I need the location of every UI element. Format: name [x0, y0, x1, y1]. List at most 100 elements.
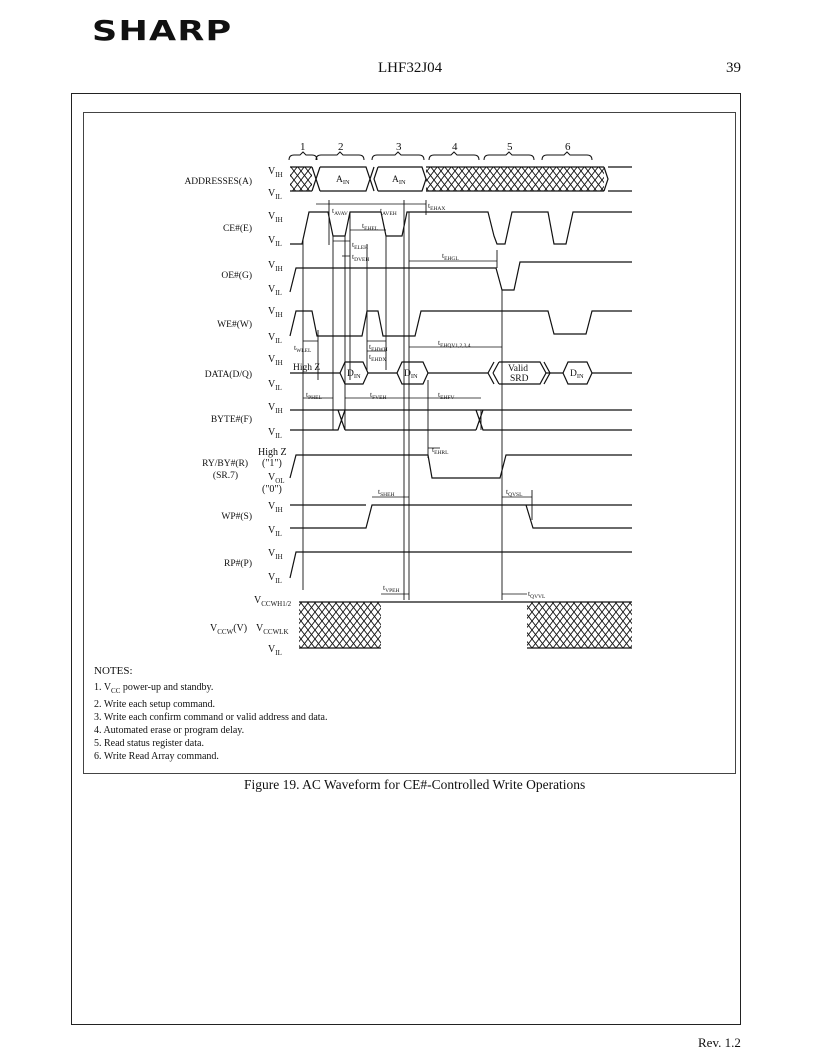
level-v: V: [268, 332, 276, 343]
level-v: V: [268, 354, 276, 365]
svg-text:VIH: VIH: [268, 354, 283, 367]
svg-text:tEHEL: tEHEL: [362, 221, 379, 232]
revision-label: Rev. 1.2: [698, 1035, 741, 1050]
svg-text:tQVVL: tQVVL: [528, 589, 546, 600]
address-waveform: [290, 166, 632, 192]
signal-name-sub: CCW: [217, 628, 233, 636]
svg-text:VIH: VIH: [268, 260, 283, 273]
svg-text:tSHEH: tSHEH: [378, 487, 394, 498]
level-v: V: [268, 525, 276, 536]
signal-name: WP#(S): [221, 511, 252, 522]
timing-t: t: [438, 338, 441, 347]
timing-sub: AVEH: [382, 211, 397, 217]
timing-t: t: [352, 252, 355, 261]
note-item: 6. Write Read Array command.: [94, 751, 219, 762]
phase-label: 1: [300, 141, 306, 153]
timing-sub: EHQV1,2,3,4: [440, 343, 471, 349]
din-sub: IN: [411, 373, 418, 380]
level-sub: IH: [275, 359, 282, 367]
figure-caption: Figure 19. AC Waveform for CE#-Controlle…: [244, 777, 586, 792]
svg-text:VIL: VIL: [268, 284, 282, 297]
level-v: V: [268, 211, 276, 222]
svg-text:tEHDX: tEHDX: [369, 352, 386, 363]
level-v: V: [268, 501, 276, 512]
level-v: V: [268, 548, 276, 559]
level-sub: IH: [275, 265, 282, 273]
timing-t: t: [294, 343, 297, 352]
valid-label: Valid: [508, 364, 528, 374]
svg-text:tAVAV: tAVAV: [332, 206, 348, 217]
timing-t: t: [370, 390, 373, 399]
note-sub: CC: [111, 687, 121, 695]
svg-text:tEHGL: tEHGL: [442, 251, 459, 262]
ain-label: A: [336, 175, 343, 185]
level-sub: IL: [275, 337, 282, 345]
level-sub: IL: [275, 432, 282, 440]
level-sub: IH: [275, 171, 282, 179]
svg-text:VIL: VIL: [268, 644, 282, 657]
ain-sub: IN: [343, 179, 350, 186]
level-sub: IL: [275, 240, 282, 248]
timing-t: t: [428, 201, 431, 210]
timing-sub: VPEH: [385, 588, 399, 594]
level-sub: IH: [275, 311, 282, 319]
notes-title: NOTES:: [94, 665, 133, 677]
svg-text:tVPEH: tVPEH: [383, 583, 399, 594]
din-sub: IN: [577, 373, 584, 380]
level-v: V: [268, 260, 276, 271]
level-v: V: [268, 379, 276, 390]
ce-waveform: [290, 211, 632, 245]
timing-sub: AVAV: [334, 211, 348, 217]
timing-t: t: [306, 390, 309, 399]
phase-label: 3: [396, 141, 402, 153]
svg-text:tWLEL: tWLEL: [294, 343, 312, 354]
page-number: 39: [726, 60, 741, 76]
note-item: 5. Read status register data.: [94, 738, 204, 749]
ain-label: A: [392, 175, 399, 185]
timing-sub: ELEH: [354, 245, 368, 251]
level-sub: IL: [275, 649, 282, 657]
level-v: V: [268, 472, 276, 483]
din-label: D: [404, 369, 411, 379]
svg-text:VCCWLK: VCCWLK: [256, 623, 289, 636]
level-v: V: [254, 595, 262, 606]
svg-text:AIN: AIN: [392, 175, 406, 186]
level-sub: OL: [275, 477, 284, 485]
timing-sub: EHRL: [434, 450, 449, 456]
timing-arrows: [303, 203, 532, 595]
timing-t: t: [432, 445, 435, 454]
svg-text:tELEH: tELEH: [352, 240, 368, 251]
zero-label: ("0"): [262, 484, 282, 495]
timing-sub: EHEL: [364, 226, 379, 232]
level-v: V: [268, 306, 276, 317]
level-sub: IL: [275, 193, 282, 201]
signal-name: BYTE#(F): [211, 414, 252, 425]
figure-frame: [83, 112, 736, 774]
svg-text:DIN: DIN: [404, 369, 418, 380]
signal-name: VCCW(V): [210, 623, 247, 636]
svg-text:VCCWH1/2: VCCWH1/2: [254, 595, 292, 608]
din-label: D: [347, 369, 354, 379]
svg-text:DIN: DIN: [570, 369, 584, 380]
svg-text:tEHQV1,2,3,4: tEHQV1,2,3,4: [438, 338, 471, 349]
timing-t: t: [378, 487, 381, 496]
svg-text:VIH: VIH: [268, 402, 283, 415]
high-z-label: High Z: [293, 363, 320, 373]
din-sub: IN: [354, 373, 361, 380]
byte-waveform: [290, 409, 632, 431]
timing-t: t: [442, 251, 445, 260]
phase-brackets: [288, 151, 593, 161]
signal-name: CE#(E): [223, 223, 252, 234]
signal-name: DATA(D/Q): [205, 369, 252, 380]
timing-t: t: [369, 342, 372, 351]
svg-text:DIN: DIN: [347, 369, 361, 380]
ryby-waveform: [289, 454, 632, 479]
page-frame: [71, 93, 741, 1025]
timing-sub: FVEH: [372, 395, 386, 401]
sharp-logo: SHARP: [92, 14, 233, 47]
signal-name-sub: (SR.7): [213, 470, 238, 481]
timing-t: t: [332, 206, 335, 215]
signal-name: OE#(G): [221, 270, 252, 281]
note-text-tail: power-up and standby.: [120, 682, 214, 693]
